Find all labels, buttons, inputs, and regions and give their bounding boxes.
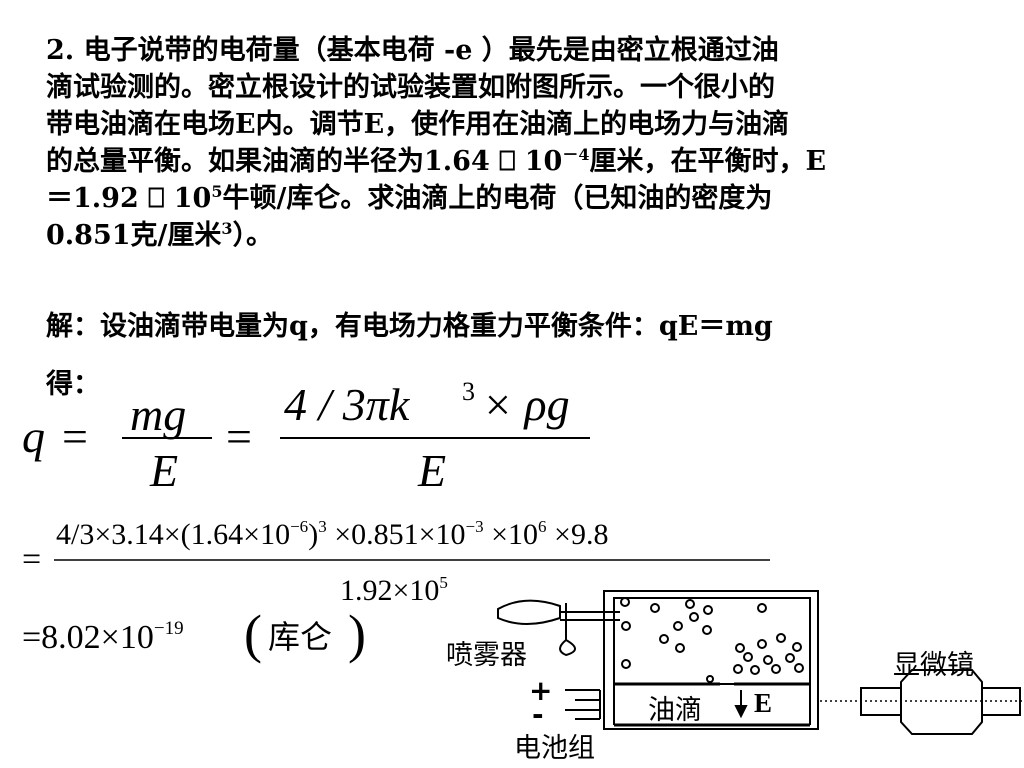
problem-text: 2. 电子说带的电荷量（基本电荷 -e ）最先是由密立根通过油 滴试验测的。密立… [46, 32, 996, 254]
problem-line-5-b: 牛顿/库仑。求油滴上的电荷（已知油的密度为 [222, 183, 773, 214]
problem-line-6: 0.851克/厘米3）。 [46, 217, 996, 254]
eq3-result: =8.02×10−19 [22, 618, 184, 656]
label-oil-drop: 油滴 [648, 695, 702, 726]
problem-line-5: ＝1.92 ⎕ 105牛顿/库仑。求油滴上的电荷（已知油的密度为 [46, 180, 996, 217]
eq3-paren-left: ( [244, 604, 262, 664]
problem-line-4-exp: －4 [562, 145, 590, 164]
chamber-outer [603, 590, 819, 730]
eq1-num2a: 4 / 3πk [284, 380, 411, 430]
microscope-tube [860, 687, 902, 716]
eq2-num-b: ) [308, 518, 318, 551]
eq2-e3: −3 [466, 517, 484, 536]
label-battery: 电池组 [514, 733, 595, 764]
eq2-denominator: 1.92×105 [340, 573, 448, 607]
problem-line-4-a: 的总量平衡。如果油滴的半径为1.64 ⎕ 10 [46, 146, 563, 177]
eq1-num2-exp: 3 [462, 380, 475, 406]
eq2-num-f: ×9.8 [547, 518, 609, 551]
problem-line-6-a: 0.851克/厘米 [46, 220, 222, 251]
problem-line-5-exp: 5 [211, 182, 223, 201]
eq3-unit: 库仑 [268, 618, 332, 656]
eq1-equals: = [62, 411, 88, 462]
eq2-e2: 3 [318, 517, 327, 536]
eq3-a: =8.02×10 [22, 619, 154, 656]
eq1-num1: mg [130, 389, 186, 440]
equation-3: =8.02×10−19 ( 库仑 ) [22, 604, 366, 664]
eq2-num-d: ×10 [484, 518, 538, 551]
chamber-inner [613, 597, 811, 685]
problem-line-4: 的总量平衡。如果油滴的半径为1.64 ⎕ 10－4厘米，在平衡时，E [46, 143, 996, 180]
eq3-exp: −19 [154, 618, 184, 639]
problem-line-6-b: ）。 [232, 220, 274, 251]
eq2-equals: = [22, 541, 41, 578]
eq2-e1: −6 [290, 517, 308, 536]
eq2-num-c: ×0.851×10 [327, 518, 466, 551]
label-atomizer: 喷雾器 [446, 640, 527, 671]
eq2-e4: 6 [538, 517, 547, 536]
equation-2: = 4/3×3.14×(1.64×10−6)3 ×0.851×10−3 ×106… [22, 517, 770, 607]
eq1-q: q [22, 411, 45, 462]
eq1-num2b: × ρg [482, 380, 570, 430]
eq2-den-exp: 5 [439, 573, 448, 592]
solution-text: 解：设油滴带电量为q，有电场力格重力平衡条件：qE＝mg [46, 311, 773, 342]
eq1-den1: E [149, 445, 178, 496]
solution-de: 得： [46, 369, 100, 400]
problem-line-3: 带电油滴在电场E内。调节E，使作用在油滴上的电场力与油滴 [46, 109, 790, 140]
battery-plus: + [529, 674, 552, 707]
eq3-paren-right: ) [348, 604, 366, 664]
problem-line-5-a: ＝1.92 ⎕ 10 [46, 183, 212, 214]
problem-line-4-b: 厘米，在平衡时，E [589, 146, 827, 177]
problem-line-2: 滴试验测的。密立根设计的试验装置如附图所示。一个很小的 [46, 72, 775, 103]
eq1-equals2: = [226, 411, 252, 462]
eq1-den2: E [417, 445, 446, 496]
problem-line-1: 2. 电子说带的电荷量（基本电荷 -e ）最先是由密立根通过油 [46, 35, 779, 66]
equation-1: q = mg E = 4 / 3πk 3 × ρg E [22, 380, 590, 496]
eq2-numerator: 4/3×3.14×(1.64×10−6)3 ×0.851×10−3 ×106 ×… [56, 517, 608, 551]
label-field-E: E [754, 688, 773, 718]
eq2-den: 1.92×10 [340, 574, 439, 607]
label-microscope: 显微镜 [893, 650, 974, 681]
eq2-num-a: 4/3×3.14×(1.64×10 [56, 518, 290, 551]
problem-line-6-exp: 3 [221, 219, 233, 238]
